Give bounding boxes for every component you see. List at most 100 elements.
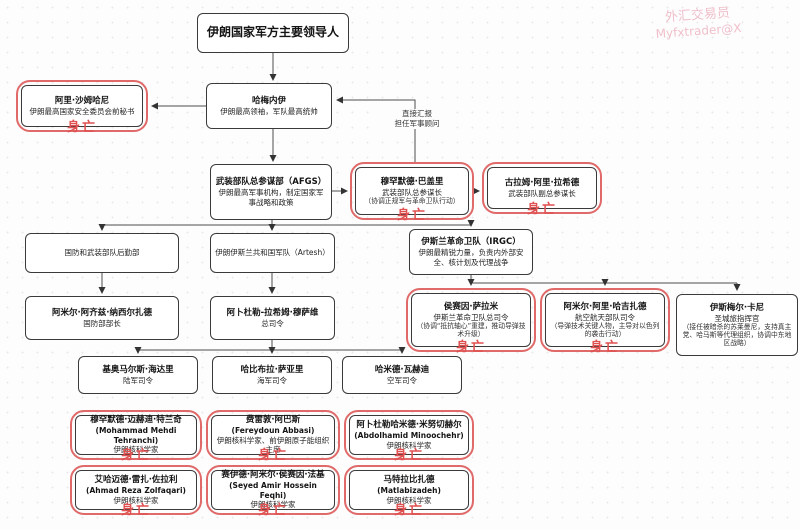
node-vahedi-name: 哈米德·瓦赫迪 bbox=[374, 364, 430, 375]
node-feqhi-english-name: (Seyed Amir Hossein Feqhi) bbox=[229, 481, 317, 500]
node-bagheri-note: （协调正规军与革命卫队行动） bbox=[364, 197, 460, 206]
deceased-label: 身亡 bbox=[66, 120, 98, 135]
node-tehranchi-role: 伊朗核科学家 bbox=[113, 445, 159, 455]
node-mousavi-name: 阿卜杜勒-拉希姆·穆萨维 bbox=[226, 307, 319, 318]
node-title-text: 伊朗国家军方主要领导人 bbox=[206, 25, 339, 40]
node-zolfaqari-english-name: (Ahmad Reza Zolfaqari) bbox=[86, 486, 186, 496]
node-rashid-highlight: 古拉姆·阿里·拉希德 武装部队副总参谋长 身亡 bbox=[482, 162, 602, 217]
node-irgc-role: 伊朗最精锐力量，负责内外部安全、核计划及代理战争 bbox=[418, 248, 524, 267]
node-khamenei-name: 哈梅内伊 bbox=[251, 95, 286, 106]
node-hajizadeh-highlight: 阿米尔·阿里·哈吉扎德 航空航天部队司令 （导弹技术关键人物，主导对以色列的袭击… bbox=[540, 288, 670, 355]
node-minoochehr-english-name: (Abdolhamid Minoochehr) bbox=[354, 431, 464, 441]
node-minoochehr-highlight: 阿卜杜勒哈米德·米努切赫尔 (Abdolhamid Minoochehr) 伊朗… bbox=[344, 410, 474, 463]
node-title: 伊朗国家军方主要领导人 bbox=[197, 13, 349, 53]
node-minoochehr: 阿卜杜勒哈米德·米努切赫尔 (Abdolhamid Minoochehr) 伊朗… bbox=[349, 415, 469, 455]
node-heydari: 基奥马尔斯·海达里 陆军司令 bbox=[78, 356, 198, 394]
node-irgc-name: 伊斯兰革命卫队（IRGC） bbox=[421, 237, 521, 248]
node-matlabizadeh: 马特拉比扎德 (Matlabizadeh) 伊朗核科学家 bbox=[349, 470, 469, 510]
node-tehranchi-name: 穆罕默德·迈赫迪·特兰奇 bbox=[90, 415, 182, 426]
node-nasirzadeh: 阿米尔·阿齐兹·纳西尔扎德 国防部部长 bbox=[25, 296, 179, 340]
node-hajizadeh: 阿米尔·阿里·哈吉扎德 航空航天部队司令 （导弹技术关键人物，主导对以色列的袭击… bbox=[545, 293, 665, 347]
deceased-label: 身亡 bbox=[589, 340, 621, 355]
deceased-label: 身亡 bbox=[257, 503, 289, 518]
node-hajizadeh-note: （导弹技术关键人物，主导对以色列的袭击行动） bbox=[550, 322, 660, 339]
node-modafl-name: 国防和武装部队后勤部 bbox=[64, 248, 140, 258]
node-modafl: 国防和武装部队后勤部 bbox=[25, 233, 179, 273]
node-sayyari-name: 哈比布拉·萨亚里 bbox=[240, 364, 304, 375]
node-zolfaqari-name: 艾哈迈德·雷扎·佐拉利 bbox=[94, 475, 178, 486]
node-abbasi-name: 费雷敦·阿巴斯 bbox=[245, 415, 301, 426]
node-mousavi: 阿卜杜勒-拉希姆·穆萨维 总司令 bbox=[210, 296, 335, 340]
node-feqhi: 赛伊德·阿米尔·侯赛因·法基 (Seyed Amir Hossein Feqhi… bbox=[211, 470, 335, 510]
node-irgc: 伊斯兰革命卫队（IRGC） 伊朗最精锐力量，负责内外部安全、核计划及代理战争 bbox=[409, 229, 533, 275]
node-abbasi: 费雷敦·阿巴斯 (Fereydoun Abbasi) 伊朗核科学家、前伊朗原子能… bbox=[211, 415, 335, 455]
node-nasirzadeh-name: 阿米尔·阿齐兹·纳西尔扎德 bbox=[52, 307, 152, 318]
node-minoochehr-role: 伊朗核科学家 bbox=[386, 440, 432, 450]
node-tehranchi-highlight: 穆罕默德·迈赫迪·特兰奇 (Mohammad Mehdi Tehranchi) … bbox=[70, 410, 202, 463]
node-salami: 侯赛因·萨拉米 伊斯兰革命卫队总司令 （协调“抵抗轴心”重建，推动导弹技术升级） bbox=[411, 293, 531, 347]
edge-note-line1: 直接汇报 bbox=[402, 109, 432, 118]
node-matlabizadeh-highlight: 马特拉比扎德 (Matlabizadeh) 伊朗核科学家 身亡 bbox=[344, 465, 474, 518]
node-bagheri: 穆罕默德·巴盖里 武装部队总参谋长 （协调正规军与革命卫队行动） bbox=[355, 167, 469, 215]
node-nasirzadeh-role: 国防部部长 bbox=[83, 318, 121, 328]
edge-note-direct-report: 直接汇报 担任军事顾问 bbox=[380, 109, 454, 130]
node-salami-note: （协调“抵抗轴心”重建，推动导弹技术升级） bbox=[416, 322, 526, 339]
node-khamenei-role: 伊朗最高领袖，军队最高统帅 bbox=[220, 106, 318, 116]
node-afgs-role: 伊朗最高军事机构，制定国家军事战略和政策 bbox=[218, 188, 324, 207]
deceased-label: 身亡 bbox=[257, 448, 289, 463]
node-bagheri-highlight: 穆罕默德·巴盖里 武装部队总参谋长 （协调正规军与革命卫队行动） 身亡 bbox=[350, 162, 474, 223]
node-artesh: 伊朗伊斯兰共和国军队（Artesh） bbox=[210, 233, 335, 273]
node-matlabizadeh-role: 伊朗核科学家 bbox=[386, 495, 432, 505]
node-khamenei: 哈梅内伊 伊朗最高领袖，军队最高统帅 bbox=[206, 83, 332, 129]
deceased-label: 身亡 bbox=[455, 340, 487, 355]
node-abbasi-highlight: 费雷敦·阿巴斯 (Fereydoun Abbasi) 伊朗核科学家、前伊朗原子能… bbox=[206, 410, 340, 463]
node-shamkhani-highlight: 阿里·沙姆哈尼 伊朗最高国家安全委员会前秘书 身亡 bbox=[16, 80, 148, 135]
node-hajizadeh-name: 阿米尔·阿里·哈吉扎德 bbox=[563, 301, 647, 312]
node-vahedi: 哈米德·瓦赫迪 空军司令 bbox=[342, 356, 462, 394]
node-afgs-name: 武装部队总参谋部（AFGS） bbox=[215, 177, 327, 188]
deceased-label: 身亡 bbox=[120, 448, 152, 463]
node-qaani-name: 伊斯梅尔·卡尼 bbox=[709, 302, 765, 313]
node-mousavi-role: 总司令 bbox=[261, 318, 284, 328]
node-shamkhani: 阿里·沙姆哈尼 伊朗最高国家安全委员会前秘书 bbox=[21, 85, 143, 127]
node-feqhi-name: 赛伊德·阿米尔·侯赛因·法基 bbox=[221, 470, 325, 481]
node-zolfaqari-role: 伊朗核科学家 bbox=[113, 495, 159, 505]
node-salami-highlight: 侯赛因·萨拉米 伊斯兰革命卫队总司令 （协调“抵抗轴心”重建，推动导弹技术升级）… bbox=[406, 288, 536, 355]
deceased-label: 身亡 bbox=[526, 202, 558, 217]
node-rashid-name: 古拉姆·阿里·拉希德 bbox=[504, 177, 580, 188]
deceased-label: 身亡 bbox=[393, 448, 425, 463]
node-tehranchi: 穆罕默德·迈赫迪·特兰奇 (Mohammad Mehdi Tehranchi) … bbox=[75, 415, 197, 455]
node-zolfaqari: 艾哈迈德·雷扎·佐拉利 (Ahmad Reza Zolfaqari) 伊朗核科学… bbox=[75, 470, 197, 510]
node-abbasi-role: 伊朗核科学家、前伊朗原子能组织主席 bbox=[216, 435, 330, 455]
node-qaani-role: 圣城旅指挥官 bbox=[714, 313, 760, 323]
node-sayyari: 哈比布拉·萨亚里 海军司令 bbox=[212, 356, 332, 394]
node-qaani: 伊斯梅尔·卡尼 圣城旅指挥官 （接任被暗杀的苏莱曼尼，支持真主党、哈马斯等代理组… bbox=[676, 294, 798, 356]
node-bagheri-role: 武装部队总参谋长 bbox=[382, 187, 442, 197]
deceased-label: 身亡 bbox=[120, 503, 152, 518]
node-heydari-role: 陆军司令 bbox=[123, 375, 153, 385]
node-abbasi-english-name: (Fereydoun Abbasi) bbox=[231, 426, 315, 436]
node-feqhi-highlight: 赛伊德·阿米尔·侯赛因·法基 (Seyed Amir Hossein Feqhi… bbox=[206, 465, 340, 518]
node-shamkhani-role: 伊朗最高国家安全委员会前秘书 bbox=[29, 106, 135, 116]
node-vahedi-role: 空军司令 bbox=[387, 375, 417, 385]
node-artesh-name: 伊朗伊斯兰共和国军队（Artesh） bbox=[215, 248, 330, 258]
node-salami-name: 侯赛因·萨拉米 bbox=[443, 301, 499, 312]
deceased-label: 身亡 bbox=[396, 208, 428, 223]
node-zolfaqari-highlight: 艾哈迈德·雷扎·佐拉利 (Ahmad Reza Zolfaqari) 伊朗核科学… bbox=[70, 465, 202, 518]
node-matlabizadeh-name: 马特拉比扎德 bbox=[383, 475, 435, 486]
node-shamkhani-name: 阿里·沙姆哈尼 bbox=[54, 95, 110, 106]
node-bagheri-name: 穆罕默德·巴盖里 bbox=[380, 176, 444, 187]
node-rashid-role: 武装部队副总参谋长 bbox=[508, 188, 576, 198]
node-afgs: 武装部队总参谋部（AFGS） 伊朗最高军事机构，制定国家军事战略和政策 bbox=[210, 164, 332, 220]
node-matlabizadeh-english-name: (Matlabizadeh) bbox=[377, 486, 441, 496]
node-heydari-name: 基奥马尔斯·海达里 bbox=[102, 364, 174, 375]
node-qaani-note: （接任被暗杀的苏莱曼尼，支持真主党、哈马斯等代理组织，协调中东地区战略） bbox=[682, 322, 792, 348]
node-rashid: 古拉姆·阿里·拉希德 武装部队副总参谋长 bbox=[487, 167, 597, 209]
edge-note-line2: 担任军事顾问 bbox=[394, 119, 440, 129]
node-minoochehr-name: 阿卜杜勒哈米德·米努切赫尔 bbox=[356, 420, 462, 431]
node-sayyari-role: 海军司令 bbox=[257, 375, 287, 385]
deceased-label: 身亡 bbox=[393, 503, 425, 518]
node-feqhi-role: 伊朗核科学家 bbox=[250, 500, 296, 510]
